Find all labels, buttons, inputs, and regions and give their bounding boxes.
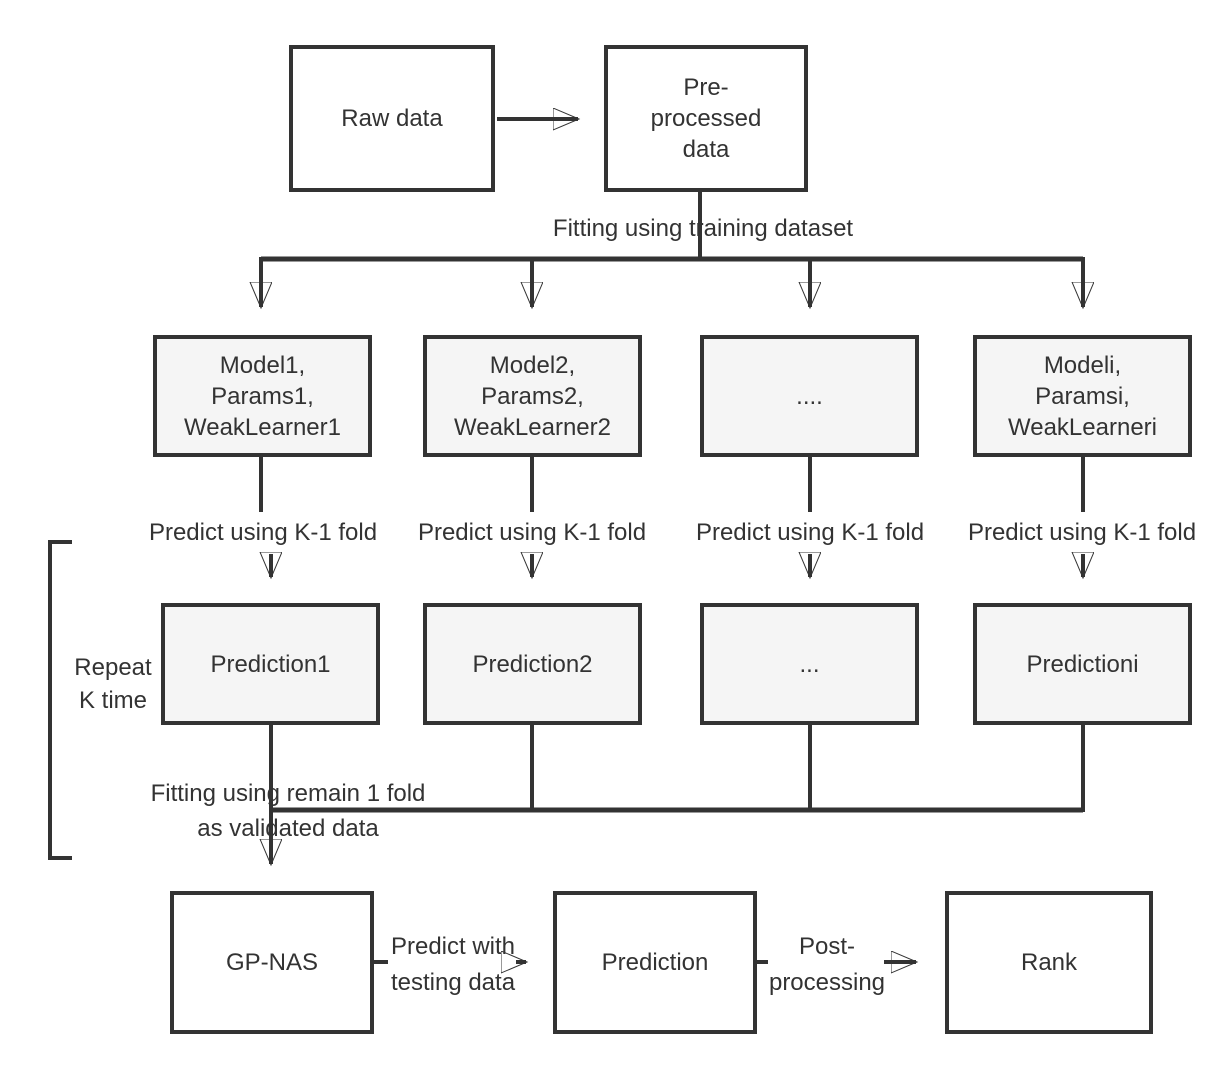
node-model-1: Model1, Params1, WeakLearner1: [153, 335, 372, 457]
node-model-i: Modeli, Paramsi, WeakLearneri: [973, 335, 1192, 457]
label-fitting-remain-fold: Fitting using remain 1 fold as validated…: [150, 780, 426, 842]
label-predict-k1-fold-2: Predict using K-1 fold: [417, 519, 647, 546]
label-repeat-k-time: Repeat K time: [74, 654, 152, 714]
label-predict-testing-data: Predict with testing data: [390, 933, 516, 996]
node-prediction-i: Predictioni: [973, 603, 1192, 725]
node-pre-processed-data: Pre- processed data: [604, 45, 808, 192]
label-post-processing: Post- processing: [768, 933, 886, 996]
node-model-2: Model2, Params2, WeakLearner2: [423, 335, 642, 457]
node-prediction-ellipsis: ...: [700, 603, 919, 725]
node-raw-data: Raw data: [289, 45, 495, 192]
node-prediction-2: Prediction2: [423, 603, 642, 725]
node-prediction-1: Prediction1: [161, 603, 380, 725]
node-gp-nas: GP-NAS: [170, 891, 374, 1034]
node-prediction-final: Prediction: [553, 891, 757, 1034]
label-fitting-training-dataset: Fitting using training dataset: [552, 215, 854, 242]
label-predict-k1-fold-4: Predict using K-1 fold: [967, 519, 1197, 546]
node-model-ellipsis: ....: [700, 335, 919, 457]
loop-bracket: [48, 540, 72, 860]
label-predict-k1-fold-1: Predict using K-1 fold: [148, 519, 378, 546]
label-predict-k1-fold-3: Predict using K-1 fold: [695, 519, 925, 546]
node-rank: Rank: [945, 891, 1153, 1034]
